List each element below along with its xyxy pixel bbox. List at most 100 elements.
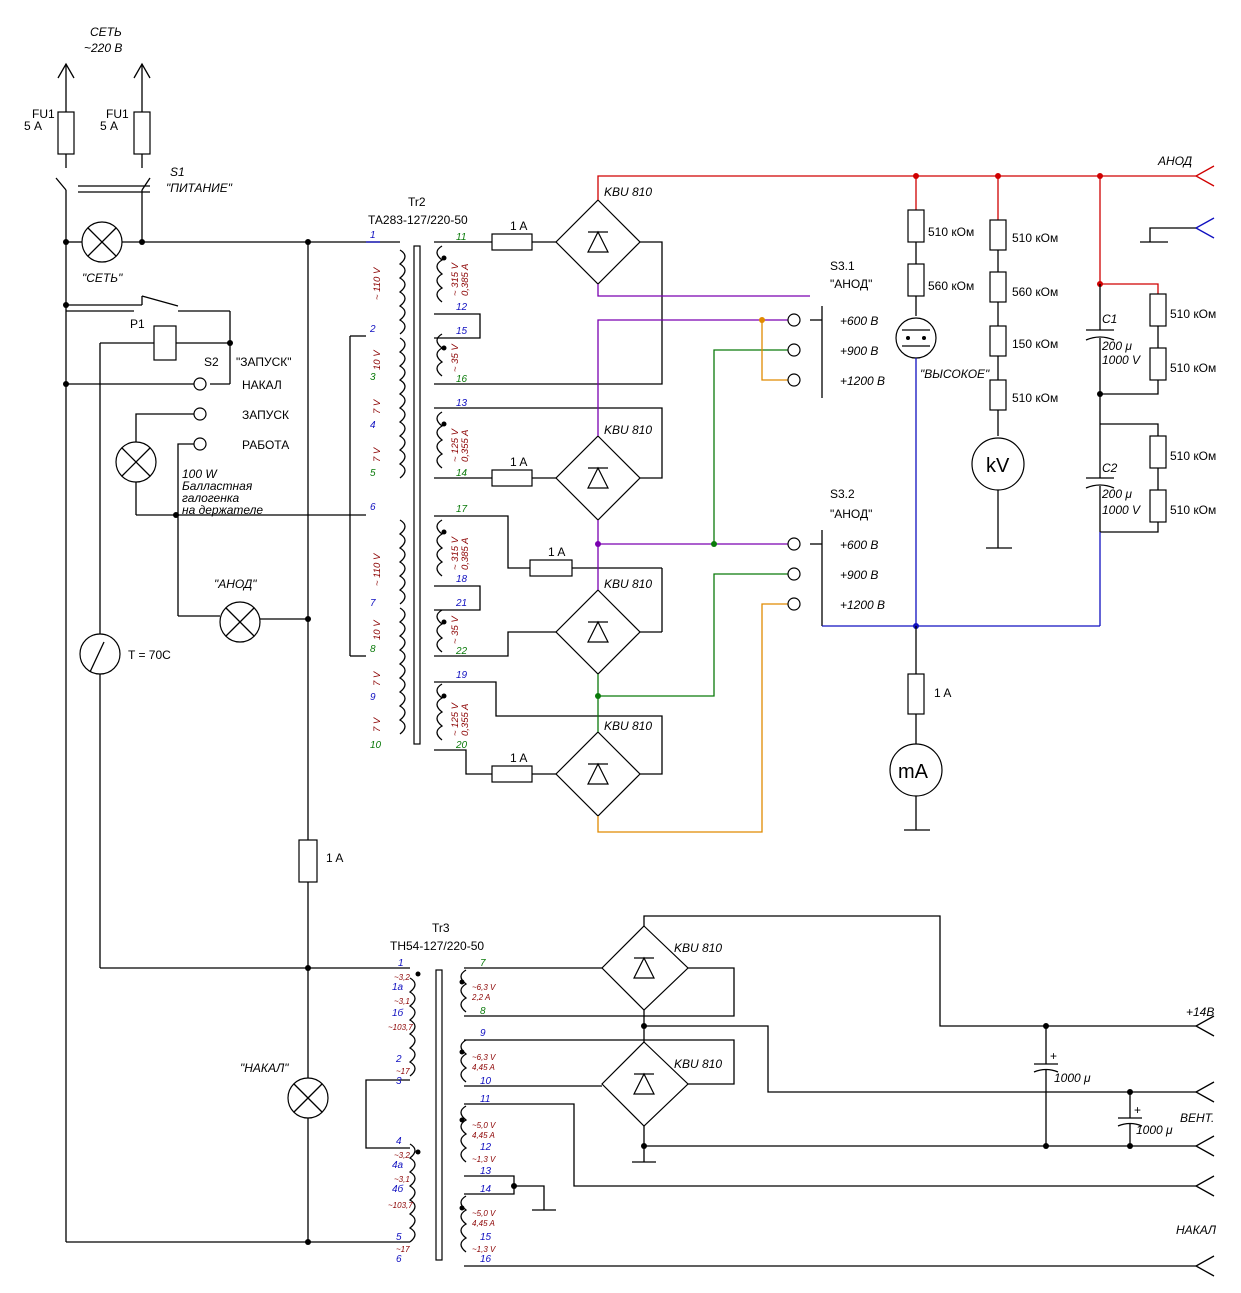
tr2-sv-2: ~ 125 V [450,427,461,462]
thermo-label: T = 70C [128,648,171,662]
tr3-pin-10: 10 [480,1076,492,1087]
tr2-pv-4: ~ 110 V [372,552,383,586]
tr3-pv-0: ~3,2 [394,973,410,982]
fuse-1a-bus [298,839,318,883]
tr2-pin-6: 6 [370,502,376,513]
tr2-sa-2: 0,355 A [460,430,471,462]
tr2-sa-5: 0,355 A [460,704,471,736]
capacitor-bank: C1 200 μ 1000 V 510 кОм 510 кОм C2 200 μ… [1085,173,1216,626]
tr3-model: ТН54-127/220-50 [390,939,484,953]
lamp-filament: "НАКАЛ" [240,1061,329,1119]
cap-r1-label: 510 кОм [1170,307,1216,321]
tr3-pin-15: 15 [480,1232,492,1243]
relay-ref: P1 [130,317,145,331]
tr3-sa-2: 4,45 A [472,1131,495,1140]
tr2-pin-10: 10 [370,740,382,751]
tr3-pv-5: ~3,1 [394,1175,410,1184]
elcap-2-label: 1000 μ [1136,1123,1173,1137]
tr3-pin-1a: 1а [392,982,404,993]
bridge-2: KBU 810 [555,423,652,521]
fuse-fu1-right [133,111,151,155]
ma-fuse-label: 1 A [934,686,951,700]
hv-r1-label: 510 кОм [928,225,974,239]
tr2-pin-19: 19 [456,670,468,681]
tr2-sa-0: 0,385 A [460,264,471,296]
kv-r3-label: 150 кОм [1012,337,1058,351]
tr3-sv-3: ~1,3 V [472,1155,496,1164]
bridge-1: KBU 810 [555,185,652,285]
tr2-pv-2: 7 V [372,398,383,414]
tr3-pin-1: 1 [398,958,404,969]
kv-meter-label: kV [986,455,1010,477]
tr3-pin-4a: 4а [392,1160,404,1171]
s32-tap-600: +600 В [840,538,878,552]
tr2-sv-0: ~ 315 V [450,261,461,296]
fuse-tr2-2-label: 1 A [510,455,527,469]
bridge-6-label: KBU 810 [674,1057,722,1071]
switch-s3: S3.1 "АНОД" +600 В +900 В +1200 В S3.2 "… [787,259,1100,627]
c2-voltage: 1000 V [1102,503,1141,517]
tr3-pv-2: ~103,7 [388,1023,413,1032]
lamp-mains-label: "СЕТЬ" [82,271,123,285]
tr2-pin-17: 17 [456,504,468,515]
tr3-pin-1b: 1б [392,1007,404,1019]
svg-text:+: + [1050,1049,1057,1063]
tr2-pv-3: 7 V [372,446,383,462]
s1-name: "ПИТАНИЕ" [166,181,233,195]
neutral-bus: 1 A [63,239,366,1245]
tr2-pin-22: 22 [455,646,468,657]
fuse-tr2-4-label: 1 A [510,751,527,765]
tr3-pin-8: 8 [480,1006,486,1017]
c2-ref: C2 [1102,461,1118,475]
elcap-1-label: 1000 μ [1054,1071,1091,1085]
hv-indicator: 510 кОм 560 кОм "ВЫСОКОЕ" [895,173,990,629]
s2-pos-work: РАБОТА [242,438,289,452]
tr3-sa-1: 4,45 A [472,1063,495,1072]
s31-name: "АНОД" [830,277,872,291]
fuse-rating-right: 5 А [100,119,118,133]
s2-pos-start: ЗАПУСК [242,408,289,422]
tr3-pin-4: 4 [396,1136,402,1147]
c1-ref: C1 [1102,312,1117,326]
tr2-pv-6: 7 V [372,670,383,686]
s31-tap-1200: +1200 В [840,374,885,388]
lamp-anode: "АНОД" [178,577,308,643]
s32-tap-900: +900 В [840,568,878,582]
s31-tap-900: +900 В [840,344,878,358]
tr2-pv-1: 10 V [372,349,383,370]
fuse-ref-left: FU1 [32,107,55,121]
tr2-sv-5: ~ 125 V [450,701,461,736]
fuse-tr2-3-label: 1 A [548,545,565,559]
c1-value: 200 μ [1101,339,1132,353]
fuse-ref-right: FU1 [106,107,129,121]
tr3-sa-4: 4,45 A [472,1219,495,1228]
tr2-sv-3: ~ 315 V [450,535,461,570]
transformer-tr2: Tr2 ТА283-127/220-50 1 2 3 4 5 6 7 8 9 1… [349,195,663,775]
anode-output: АНОД [1140,154,1215,243]
s1-ref: S1 [170,165,185,179]
ballast-line2: галогенка [182,491,239,505]
tr2-pin-7: 7 [370,598,376,609]
ma-meter-chain: 1 A mA [889,626,951,831]
fuse-1a-bus-label: 1 A [326,851,343,865]
tr3-sv-4: ~5,0 V [472,1209,496,1218]
tr2-pin-2: 2 [369,324,376,335]
tr3-sv-5: ~1,3 V [472,1245,496,1254]
tr3-pin-3: 3 [396,1076,402,1087]
kv-r4-label: 510 кОм [1012,391,1058,405]
c2-value: 200 μ [1101,487,1132,501]
tr2-pin-11: 11 [456,232,466,243]
tr3-pin-9: 9 [480,1028,486,1039]
tr2-pin-18: 18 [456,574,468,585]
cap-r3-label: 510 кОм [1170,449,1216,463]
tr3-pin-4b: 4б [392,1183,404,1195]
tr2-sv-1: ~ 35 V [450,343,461,372]
output-filament-label: НАКАЛ [1176,1223,1217,1237]
tr3-sv-2: ~5,0 V [472,1121,496,1130]
mains-title: СЕТЬ [90,25,122,39]
s2-name: "ЗАПУСК" [236,355,292,369]
kv-meter-chain: 510 кОм 560 кОм 150 кОм 510 кОм kV [971,173,1058,549]
tr2-pin-8: 8 [370,644,376,655]
